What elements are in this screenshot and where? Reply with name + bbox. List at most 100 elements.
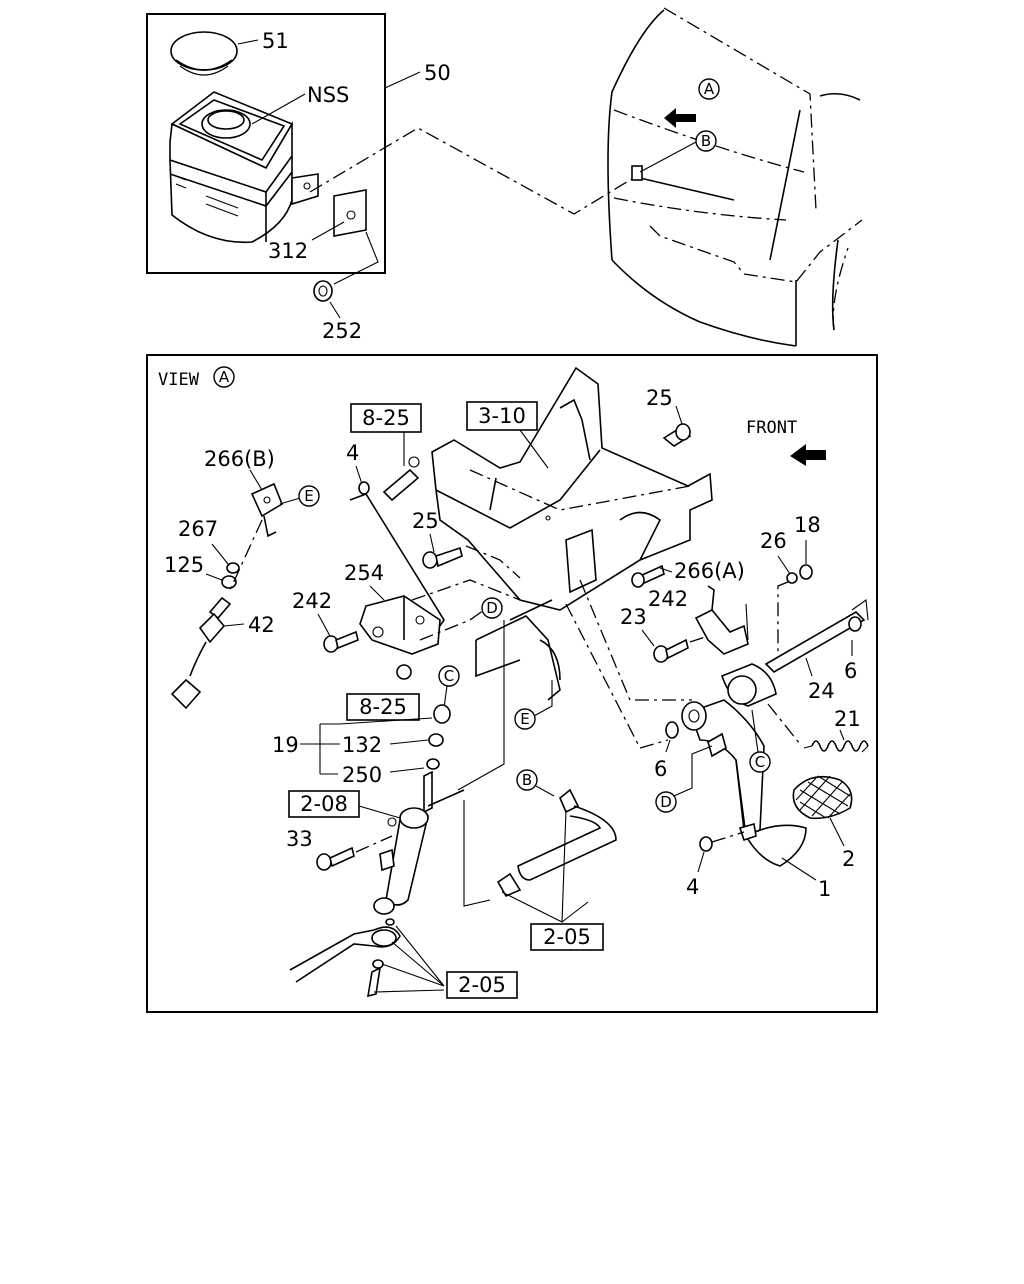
bracket-266b (250, 482, 283, 538)
screw-4-top (358, 481, 370, 495)
nut-below-bracket (396, 664, 412, 680)
svg-text:2-05: 2-05 (543, 925, 591, 949)
front-label: FRONT (746, 418, 797, 438)
front-arrow (790, 444, 826, 466)
bracket-312 (333, 189, 367, 237)
nut-132 (428, 733, 444, 747)
washer-6-left (665, 721, 679, 739)
screw-4-bottom (699, 836, 713, 852)
view-a-frame (146, 354, 878, 1013)
callout-a-view (213, 366, 235, 388)
label-254: 254 (344, 561, 384, 585)
view-arrow (664, 108, 696, 128)
label-21: 21 (834, 707, 861, 731)
label-25-top: 25 (646, 386, 673, 410)
callout-d-bottom (655, 791, 677, 813)
box-8-25-top (350, 403, 422, 433)
bracket-254 (359, 595, 441, 655)
label-4-bottom: 4 (686, 875, 699, 899)
callout-c-left (438, 665, 460, 687)
callout-b-mid (516, 769, 538, 791)
callout-d-mid (481, 597, 503, 619)
bolt-25-top (662, 423, 692, 447)
svg-text:D: D (486, 599, 498, 617)
master-cylinder (373, 770, 465, 915)
bolt-242-right (631, 564, 665, 588)
view-label: VIEW (158, 370, 200, 390)
bolt-23 (653, 638, 689, 663)
box-8-25-bottom (346, 693, 420, 721)
box-3-10 (466, 401, 538, 431)
label-132: 132 (342, 733, 382, 757)
svg-text:8-25: 8-25 (362, 406, 410, 430)
washer-267 (226, 562, 240, 574)
label-267: 267 (178, 517, 218, 541)
box-2-05-mid (530, 923, 604, 951)
nut-252 (313, 280, 333, 302)
washer-26 (786, 572, 798, 584)
svg-text:A: A (219, 368, 230, 386)
label-24: 24 (808, 679, 835, 703)
label-18: 18 (794, 513, 821, 537)
label-26: 26 (760, 529, 787, 553)
label-250: 250 (342, 763, 382, 787)
pedal-bracket-3-10 (431, 366, 713, 701)
cab-outline (607, 7, 863, 347)
svg-text:B: B (522, 771, 532, 789)
label-25-mid: 25 (412, 509, 439, 533)
label-242-left: 242 (292, 589, 332, 613)
bolt-25-mid (422, 546, 463, 569)
svg-text:3-10: 3-10 (478, 404, 526, 428)
svg-text:E: E (520, 710, 529, 728)
sensor-42 (170, 596, 232, 710)
pedal-pad-2 (792, 775, 853, 820)
label-nss: NSS (307, 83, 349, 107)
callout-a-top (698, 78, 720, 100)
bracket-266a (694, 585, 749, 655)
label-242-right: 242 (648, 587, 688, 611)
label-6-right: 6 (844, 659, 857, 683)
box-2-05-bottom (446, 971, 518, 999)
svg-text:2-08: 2-08 (300, 792, 348, 816)
bolt-33 (316, 846, 355, 871)
label-125: 125 (164, 553, 204, 577)
svg-text:E: E (304, 487, 313, 505)
clutch-pedal-arm (681, 663, 807, 867)
svg-text:A: A (704, 80, 715, 98)
reservoir-tank (169, 91, 319, 244)
clevis (433, 704, 451, 724)
connection-line (309, 127, 641, 215)
label-1: 1 (818, 877, 831, 901)
label-23: 23 (620, 605, 647, 629)
return-spring-21 (803, 740, 869, 753)
label-312: 312 (268, 239, 308, 263)
label-33: 33 (286, 827, 313, 851)
bolt-242-left (323, 630, 359, 653)
callout-e-mid (514, 708, 536, 730)
label-266a: 266(A) (674, 559, 745, 583)
washer-250 (426, 758, 440, 770)
svg-text:8-25: 8-25 (359, 695, 407, 719)
label-19: 19 (272, 733, 299, 757)
callout-e-left (298, 485, 320, 507)
svg-text:D: D (660, 793, 672, 811)
svg-text:B: B (701, 132, 711, 150)
pivot-shaft-24 (764, 611, 866, 673)
label-50: 50 (424, 61, 451, 85)
label-4-top: 4 (346, 441, 359, 465)
callout-b-top (695, 130, 717, 152)
nut-125 (221, 575, 237, 589)
box-2-08 (288, 790, 360, 818)
supply-hose (496, 788, 617, 898)
svg-text:C: C (444, 667, 454, 685)
svg-text:2-05: 2-05 (458, 973, 506, 997)
svg-text:C: C (755, 753, 765, 771)
clutch-pipe (289, 918, 401, 998)
label-2: 2 (842, 847, 855, 871)
reservoir-cap (170, 31, 238, 76)
reservoir-frame (146, 13, 386, 274)
label-252: 252 (322, 319, 362, 343)
label-42: 42 (248, 613, 275, 637)
